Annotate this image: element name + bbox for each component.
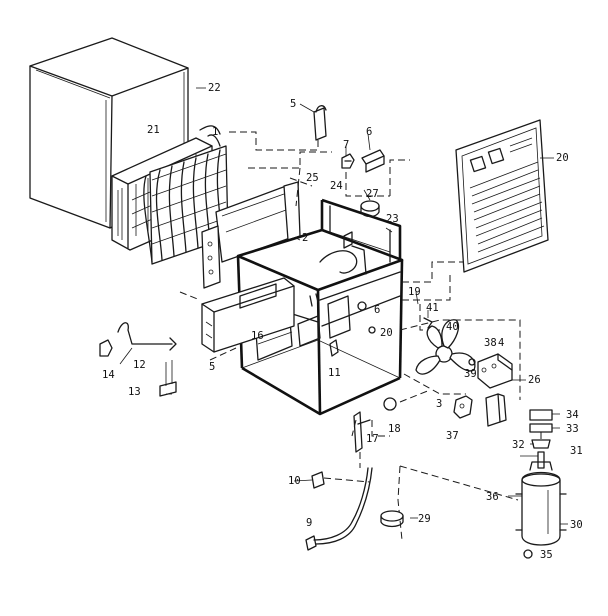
callout-27: 27 bbox=[366, 188, 379, 200]
drain-hose-17-18 bbox=[353, 397, 397, 468]
side-panel bbox=[201, 225, 221, 289]
callout-13: 13 bbox=[128, 386, 141, 398]
callout-29: 29 bbox=[418, 513, 431, 525]
bracket-13 bbox=[159, 360, 177, 397]
callout-16: 16 bbox=[251, 330, 264, 342]
callout-17: 17 bbox=[366, 433, 379, 445]
callout-11: 11 bbox=[328, 367, 341, 379]
callout-36: 36 bbox=[486, 491, 499, 503]
callout-30: 30 bbox=[570, 519, 583, 531]
rear-wiring-panel bbox=[455, 119, 549, 273]
fan-clip-41 bbox=[423, 317, 433, 329]
knob-14 bbox=[99, 339, 113, 357]
callout-34: 34 bbox=[566, 409, 579, 421]
compressor bbox=[515, 461, 567, 559]
dashed-leaders bbox=[179, 151, 521, 541]
callout-12: 12 bbox=[133, 359, 146, 371]
callout-19: 19 bbox=[408, 286, 421, 298]
callout-5-tray: 5 bbox=[209, 361, 215, 373]
callout-10: 10 bbox=[288, 475, 301, 487]
callout-7: 7 bbox=[343, 139, 349, 151]
callout-1: 1 bbox=[212, 126, 218, 138]
switch-lever-12 bbox=[117, 322, 177, 351]
fan-blade bbox=[415, 319, 476, 375]
callout-37: 37 bbox=[446, 430, 459, 442]
compressor-parts-31-34 bbox=[529, 409, 553, 469]
overload-37 bbox=[453, 395, 473, 419]
water-tray bbox=[201, 277, 295, 353]
nut-7 bbox=[341, 153, 355, 169]
bracket-5 bbox=[313, 105, 327, 141]
clamp-29 bbox=[380, 510, 404, 528]
callout-6-top: 6 bbox=[366, 126, 372, 138]
fan-motor-4 bbox=[468, 353, 513, 389]
side-bracket bbox=[215, 181, 301, 263]
callout-25: 25 bbox=[306, 172, 319, 184]
callout-31: 31 bbox=[570, 445, 583, 457]
callout-23: 23 bbox=[386, 213, 399, 225]
drain-tubing bbox=[305, 467, 373, 551]
relay-26 bbox=[485, 393, 507, 427]
callout-21: 21 bbox=[147, 124, 160, 136]
cap-27 bbox=[360, 200, 380, 218]
callout-5-top: 5 bbox=[290, 98, 296, 110]
callout-39: 39 bbox=[464, 368, 477, 380]
callout-3: 3 bbox=[436, 398, 442, 410]
dashed-leader-5 bbox=[226, 131, 319, 151]
callout-2: 2 bbox=[302, 232, 308, 244]
callout-32: 32 bbox=[512, 439, 525, 451]
callout-24: 24 bbox=[330, 180, 343, 192]
callout-6-inner: 6 bbox=[374, 304, 380, 316]
callout-18: 18 bbox=[388, 423, 401, 435]
callout-33: 33 bbox=[566, 423, 579, 435]
callout-35: 35 bbox=[540, 549, 553, 561]
callout-41: 41 bbox=[426, 302, 439, 314]
callout-26: 26 bbox=[528, 374, 541, 386]
callout-20-panel: 20 bbox=[556, 152, 569, 164]
callout-4: 4 bbox=[498, 337, 504, 349]
callout-38: 38 bbox=[484, 337, 497, 349]
callout-40: 40 bbox=[446, 321, 459, 333]
callout-9: 9 bbox=[306, 517, 312, 529]
connector-6 bbox=[361, 149, 385, 173]
callout-22: 22 bbox=[208, 82, 221, 94]
callout-14: 14 bbox=[102, 369, 115, 381]
callout-labels: 22 21 1 5 7 6 20 25 24 27 23 2 19 41 6 4… bbox=[102, 82, 583, 561]
label-leaders bbox=[119, 87, 568, 525]
callout-20-inner: 20 bbox=[380, 327, 393, 339]
